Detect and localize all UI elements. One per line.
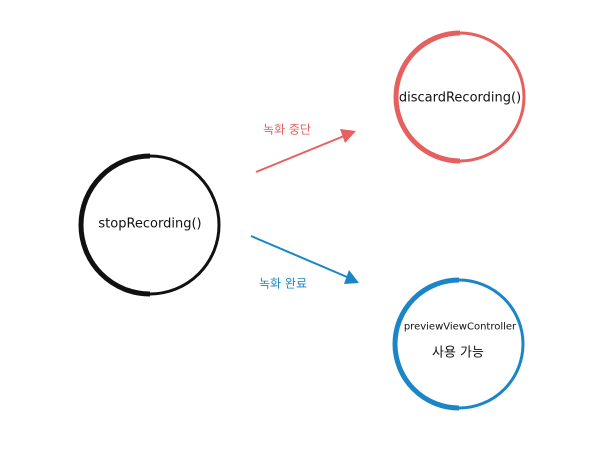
preview-arrowhead — [344, 270, 359, 284]
discard-edge-label: 녹화 중단 — [263, 122, 311, 137]
discard-node-circle — [393, 30, 526, 164]
preview-edge-label: 녹화 완료 — [259, 276, 307, 291]
preview-node-sublabel: 사용 가능 — [432, 345, 484, 361]
preview-node-circle — [392, 277, 525, 411]
preview-node-label: previewViewController — [403, 321, 517, 333]
start-node-circle — [78, 153, 221, 297]
preview-arrow — [250, 235, 359, 284]
start-node-label: stopRecording() — [98, 216, 202, 232]
discard-arrowhead — [340, 129, 356, 143]
discard-node-label: discardRecording() — [398, 90, 522, 106]
discard-arrow — [255, 129, 356, 173]
